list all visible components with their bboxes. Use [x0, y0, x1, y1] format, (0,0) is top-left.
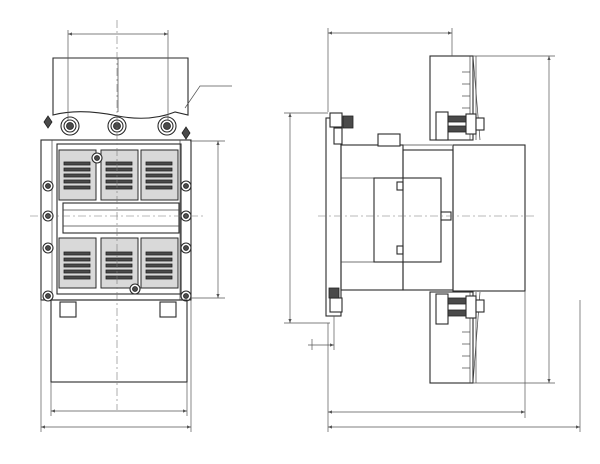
side-dimensions — [284, 28, 581, 432]
side-auxiliary-block — [373, 177, 442, 263]
front-view — [30, 20, 205, 410]
front-dimensions — [40, 30, 232, 432]
side-mounting-plate — [325, 117, 342, 317]
side-lower-terminal — [435, 293, 485, 325]
lower-poles — [58, 237, 179, 289]
side-top-cover — [429, 55, 474, 141]
side-bottom-cover — [429, 291, 474, 384]
contactor-body — [56, 143, 182, 295]
side-upper-terminal — [435, 111, 485, 141]
top-terminal-screws — [43, 115, 191, 140]
side-view — [318, 55, 535, 384]
top-terminal-cover — [52, 57, 189, 119]
side-top-ticks — [462, 71, 470, 109]
side-bottom-ticks — [462, 331, 470, 369]
bottom-coil-cover — [50, 299, 188, 383]
center-window — [62, 202, 180, 234]
upper-poles — [58, 149, 179, 201]
